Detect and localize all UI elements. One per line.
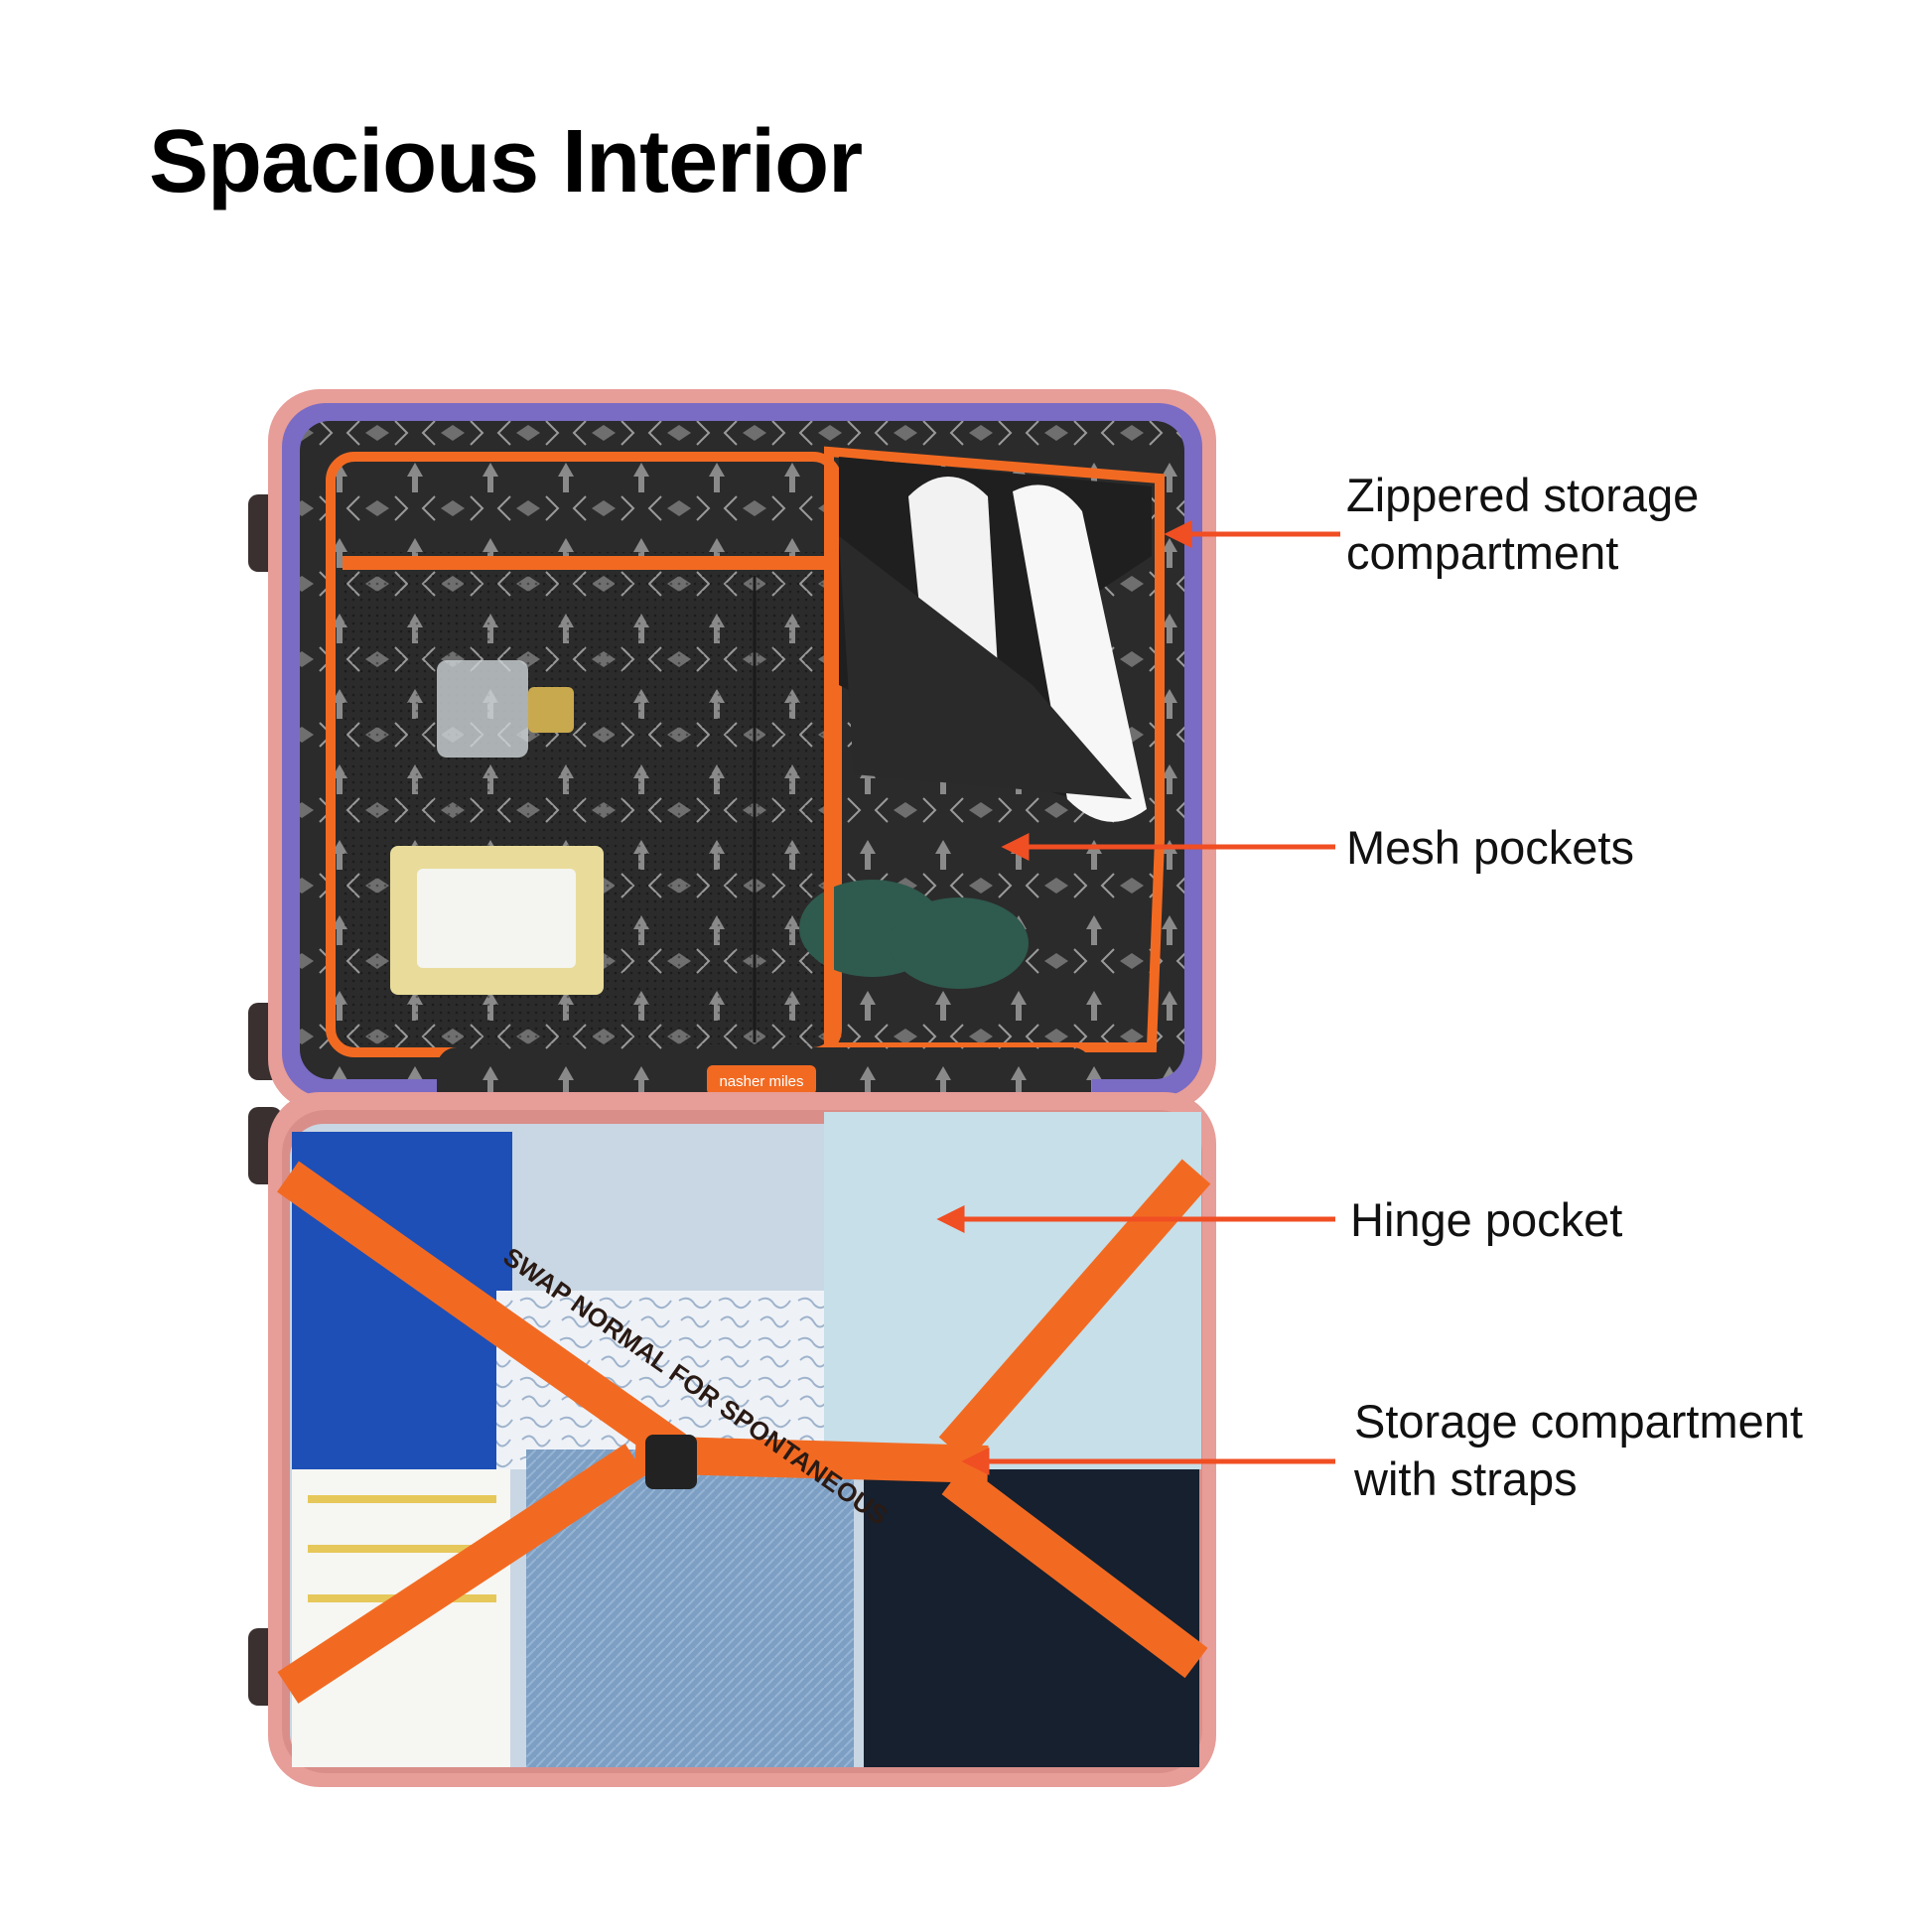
callout-line: Storage compartment: [1354, 1395, 1803, 1448]
callout-storage-straps: Storage compartment with straps: [1354, 1393, 1803, 1508]
mesh-pocket-left: [326, 452, 1029, 1057]
callout-line: Zippered storage: [1346, 469, 1700, 521]
callout-mesh-pockets: Mesh pockets: [1346, 819, 1634, 877]
page-title: Spacious Interior: [149, 112, 863, 211]
strap-buckle: [645, 1435, 697, 1489]
callout-hinge-pocket: Hinge pocket: [1350, 1191, 1622, 1249]
callout-line: Hinge pocket: [1350, 1193, 1623, 1246]
zippered-compartment: [824, 446, 1165, 1052]
callout-line: with straps: [1354, 1452, 1578, 1505]
brand-tag: nasher miles: [719, 1073, 803, 1090]
callout-zippered-storage: Zippered storage compartment: [1346, 467, 1699, 582]
pointer-lines: [936, 519, 1340, 1476]
callout-line: compartment: [1346, 526, 1619, 579]
callout-line: Mesh pockets: [1346, 821, 1634, 874]
